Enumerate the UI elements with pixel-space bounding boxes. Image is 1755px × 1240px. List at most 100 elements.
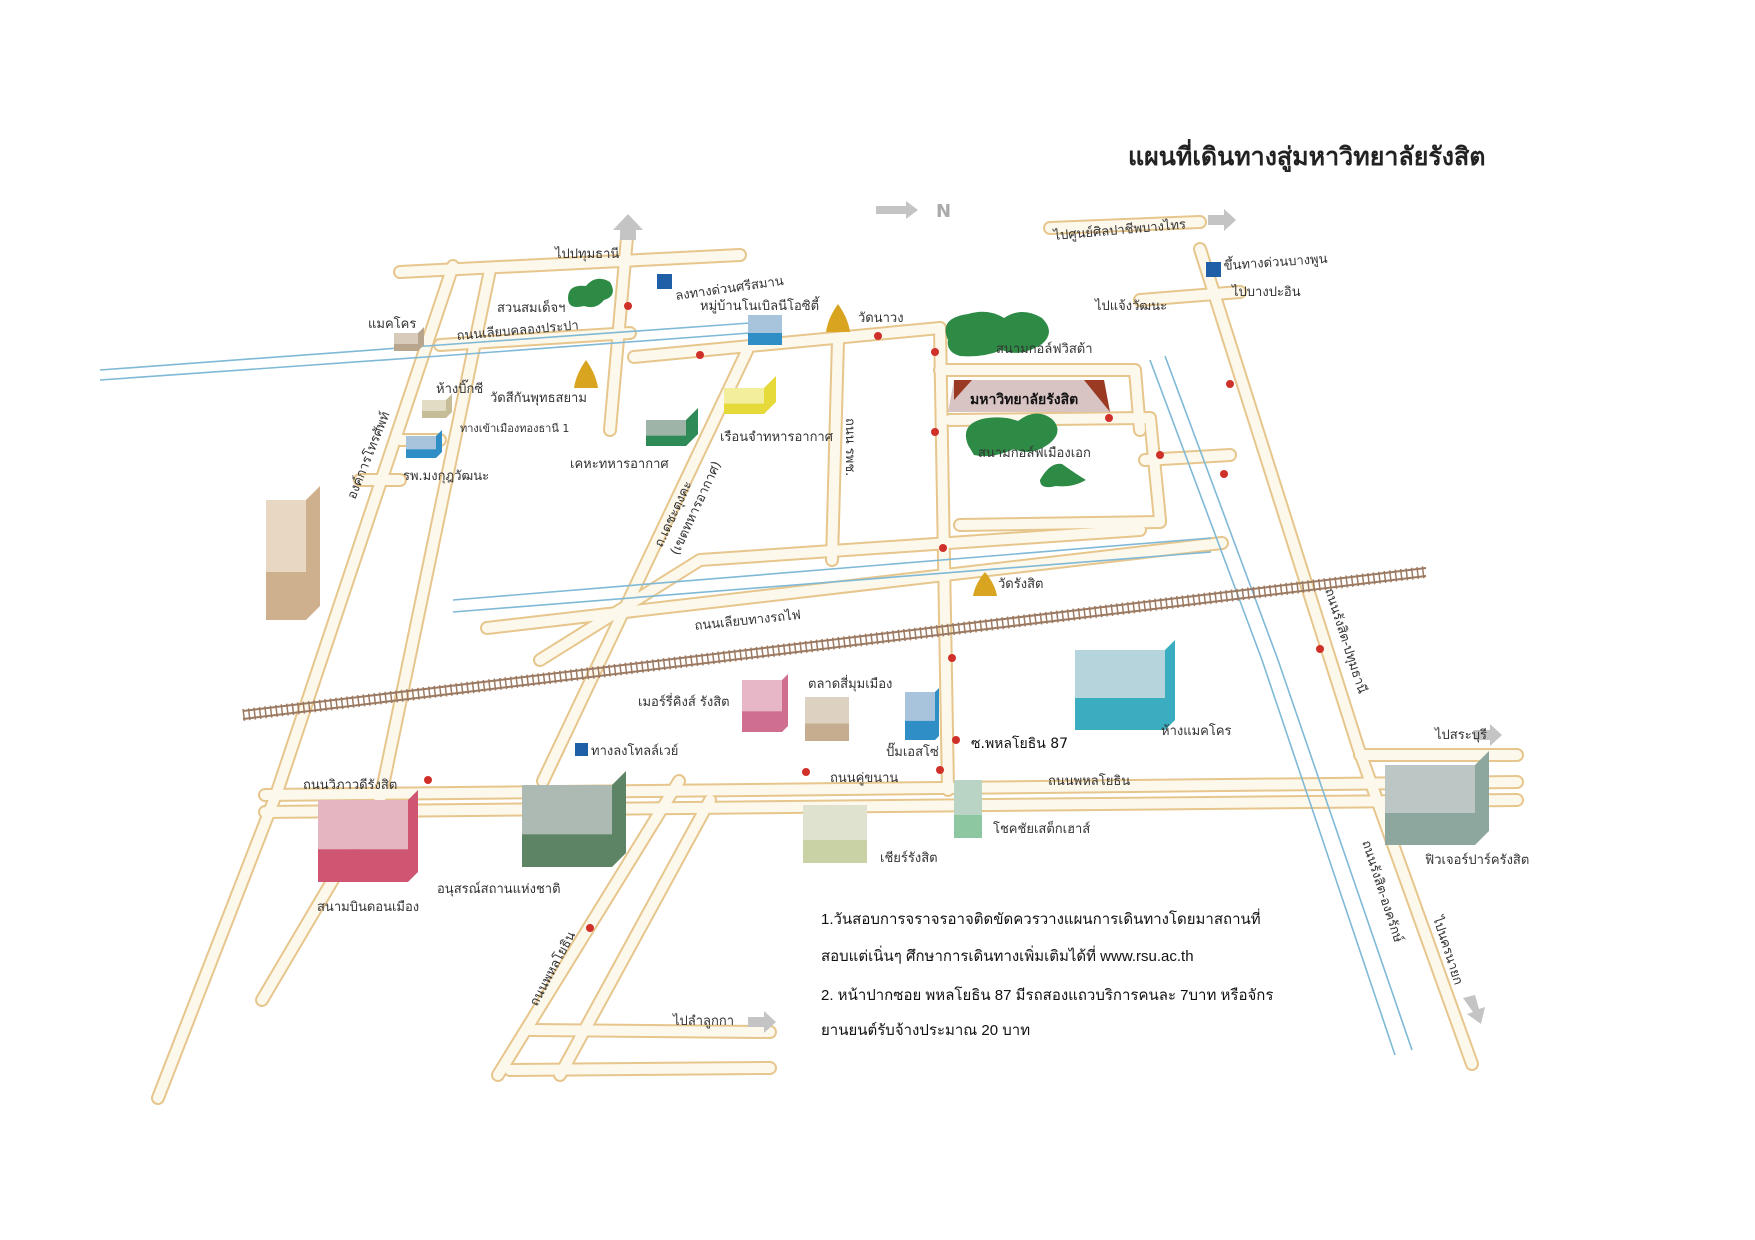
road [955, 517, 1165, 530]
label-to-lam-luk-ka: ไปลำลูกกา [672, 1013, 734, 1029]
rangsit-university-marker[interactable]: มหาวิทยาลัยรังสิต [948, 380, 1110, 412]
label-wat-rangsit: วัดรังสิต [998, 577, 1043, 592]
big-c-building[interactable] [422, 394, 452, 418]
destination-arrows [613, 201, 1502, 1033]
air-force-prison-building[interactable] [724, 376, 776, 414]
parks [568, 278, 1086, 488]
arrow-right-icon [748, 1011, 776, 1033]
label-makro-right: ห้างแมคโคร [1161, 723, 1232, 739]
road [945, 413, 1165, 525]
label-tollway-exit: ทางลงโทลล์เวย์ [591, 743, 678, 759]
expressway-icon [1206, 262, 1221, 277]
label-to-chaeng-watthana: ไปแจ้งวัฒนะ [1094, 298, 1167, 314]
suan-somdet-park [568, 278, 613, 308]
direction-arrow-icon [931, 348, 939, 356]
arrow-right-icon [1208, 209, 1236, 231]
makro-right-building[interactable] [1075, 640, 1175, 730]
road [395, 250, 745, 277]
canal-top-2 [99, 332, 751, 381]
label-muang-thong-entrance: ทางเข้าเมืองทองธานี 1 [460, 422, 569, 435]
label-frontage-road: ถนนคู่ขนาน [830, 771, 898, 786]
canal-right [1149, 359, 1396, 1056]
chokchai-steak-building[interactable] [954, 780, 982, 838]
map-title: แผนที่เดินทางสู่มหาวิทยาลัยรังสิต [1128, 139, 1485, 173]
road [629, 323, 945, 362]
direction-arrow-icon [624, 302, 632, 310]
direction-arrow-icon [939, 544, 947, 552]
label-future-park: ฟิวเจอร์ปาร์ครังสิต [1425, 852, 1530, 868]
cheer-rangsit-building[interactable] [803, 805, 867, 863]
si-mum-muang-building[interactable] [805, 697, 849, 741]
expressway-icon [657, 274, 672, 289]
label-don-mueang-airport: สนามบินดอนเมือง [317, 899, 419, 915]
road [505, 1063, 775, 1075]
mongkut-hospital-building[interactable] [406, 430, 442, 458]
road [1135, 287, 1245, 305]
label-to-bang-pa-in: ไปบางปะอิน [1231, 284, 1301, 300]
university-label: มหาวิทยาลัยรังสิต [970, 392, 1078, 408]
expressway-icons [575, 262, 1221, 756]
label-wat-na-wong: วัดนาวง [858, 311, 904, 326]
direction-arrow-icon [1105, 414, 1113, 422]
don-mueang-airport-building[interactable] [318, 790, 418, 882]
note-line-3: 2. หน้าปากซอย พหลโยธิน 87 มีรถสองแถวบริก… [821, 986, 1273, 1004]
direction-arrow-icon [931, 428, 939, 436]
makro-left-building[interactable] [394, 327, 424, 351]
traffic-direction-arrows [424, 302, 1324, 932]
road [935, 365, 1145, 435]
road [935, 323, 953, 795]
note-line-4: ยานยนต์รับจ้างประมาณ 20 บาท [821, 1022, 1030, 1039]
vista-golf-course [945, 311, 1049, 357]
north-arrow-icon [876, 201, 918, 219]
label-esso: ปั๊มเอสโซ่ [886, 742, 939, 760]
direction-arrow-icon [586, 924, 594, 932]
label-to-pathum-thani: ไปปทุมธานี [554, 246, 619, 262]
travel-notes: 1.วันสอบการจราจรอาจติดขัดควรวางแผนการเดิ… [821, 908, 1273, 1039]
label-phahonyothin-road: ถนนพหลโยธิน [1048, 773, 1130, 789]
muang-ake-golf-course [965, 413, 1058, 457]
road [605, 221, 633, 435]
direction-arrow-icon [802, 768, 810, 776]
canal-right-2 [1164, 355, 1413, 1051]
railway [242, 566, 1427, 721]
air-force-housing-building[interactable] [646, 408, 698, 446]
road [1140, 450, 1235, 465]
road [1045, 217, 1205, 233]
label-suan-somdet: สวนสมเด็จฯ [497, 298, 565, 316]
future-park-building[interactable] [1385, 751, 1489, 845]
arrow-down-icon [1463, 995, 1485, 1024]
label-noble-neo-city: หมู่บ้านโนเบิลนีโอซิตี้ [700, 296, 820, 314]
label-si-mum-muang: ตลาดสี่มุมเมือง [808, 675, 892, 692]
tot-building[interactable] [266, 486, 320, 620]
direction-arrow-icon [1156, 451, 1164, 459]
north-label: N [936, 201, 951, 222]
national-memorial-building[interactable] [522, 771, 626, 867]
canals [99, 322, 1413, 1056]
muang-ake-golf-course-2 [1040, 463, 1086, 488]
label-merry-kings: เมอร์รี่คิงส์ รังสิต [638, 693, 730, 710]
direction-arrow-icon [948, 654, 956, 662]
direction-arrow-icon [1316, 645, 1324, 653]
label-vibhavadi-road: ถนนวิภาวดีรังสิต [303, 777, 397, 793]
canal-middle-2 [452, 551, 1212, 613]
road [260, 777, 1522, 800]
canal-top [99, 322, 751, 371]
label-ror-por-chor-road: ถนน รพช. [842, 418, 857, 476]
label-expressway-bang-phun: ขึ้นทางด่วนบางพูน [1223, 249, 1328, 274]
direction-arrow-icon [424, 776, 432, 784]
temple-icon [826, 304, 850, 332]
label-mongkut-hospital: รพ.มงกุฎวัฒนะ [403, 469, 489, 484]
arrow-right-icon [1474, 724, 1502, 746]
label-to-saraburi: ไปสระบุรี [1434, 727, 1487, 743]
merry-kings-building[interactable] [742, 674, 788, 732]
esso-building[interactable] [905, 688, 939, 740]
temples [574, 304, 997, 596]
road [535, 525, 1145, 665]
buildings [266, 315, 1489, 882]
road [1195, 244, 1477, 1069]
arrow-up-icon [613, 214, 643, 240]
direction-arrow-icon [874, 332, 882, 340]
label-muang-ake-golf: สนามกอล์ฟเมืองเอก [978, 445, 1091, 461]
noble-neo-city-building[interactable] [748, 315, 782, 345]
